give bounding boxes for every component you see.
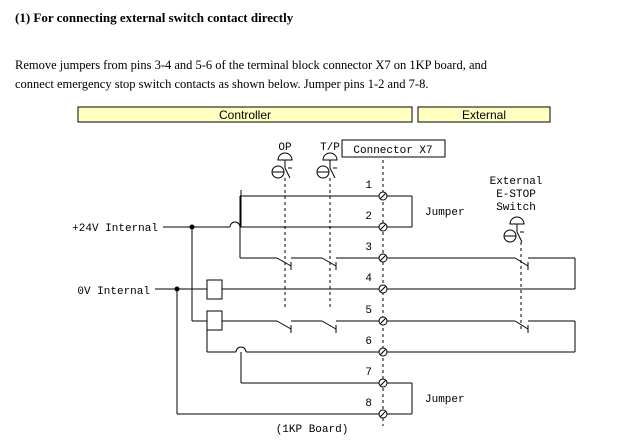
terminal-2 (378, 222, 388, 232)
op-label: OP (278, 142, 292, 154)
instruction-line-2: connect emergency stop switch contacts a… (15, 77, 429, 91)
pin-label-2: 2 (365, 211, 372, 223)
instruction-line-1: Remove jumpers from pins 3-4 and 5-6 of … (15, 58, 487, 72)
controller-header-box (77, 106, 413, 123)
tp-label: T/P (320, 142, 340, 154)
terminal-7 (378, 378, 388, 388)
zerov-internal-label: 0V Internal (77, 286, 150, 298)
terminal-5 (378, 316, 388, 326)
plus24v-internal-label: +24V Internal (72, 223, 158, 235)
terminal-4 (378, 284, 388, 294)
op-pushbutton-icon (271, 152, 293, 179)
external-header-label: External (462, 108, 506, 122)
pin-label-6: 6 (365, 336, 372, 348)
terminal-6 (378, 347, 388, 357)
pin-label-1: 1 (365, 180, 372, 192)
pin-label-7: 7 (365, 367, 372, 379)
external-header-box (417, 106, 551, 123)
connector-label-box (341, 139, 446, 158)
pin-label-4: 4 (365, 273, 372, 285)
jumper-bottom-label: Jumper (425, 394, 465, 406)
wiring (155, 190, 576, 415)
terminal-3 (378, 253, 388, 263)
pin-label-3: 3 (365, 242, 372, 254)
connector-label: Connector X7 (353, 145, 432, 157)
controller-header-label: Controller (219, 108, 271, 122)
external-estop-label-2: E-STOP (496, 189, 536, 201)
tp-pushbutton-icon (316, 152, 338, 179)
connector-pins: 1 2 3 4 5 6 7 8 (365, 180, 372, 410)
jumper-top-label: Jumper (425, 207, 465, 219)
pin-label-8: 8 (365, 398, 372, 410)
board-label: (1KP Board) (276, 424, 349, 436)
external-estop-switch-icon (503, 216, 525, 243)
pin-label-5: 5 (365, 305, 372, 317)
terminal-1 (378, 191, 388, 201)
terminal-8 (378, 409, 388, 419)
external-estop-label-1: External (490, 176, 543, 188)
external-estop-label-3: Switch (496, 202, 536, 214)
section-heading: (1) For connecting external switch conta… (15, 10, 294, 25)
